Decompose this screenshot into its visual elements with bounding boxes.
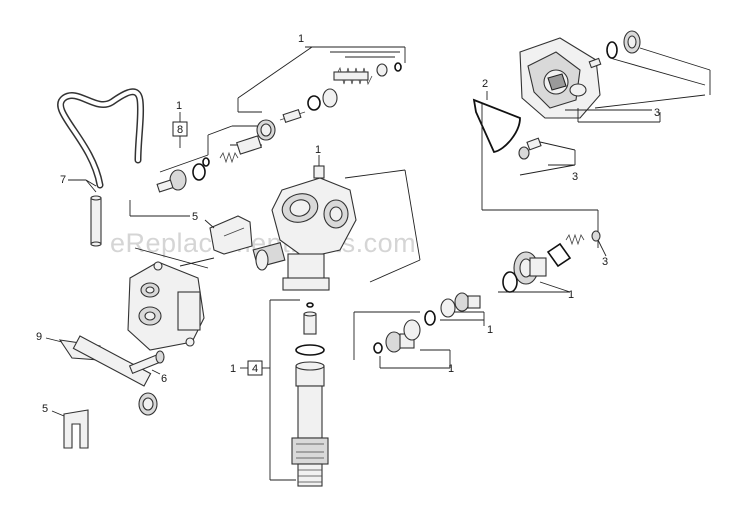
fitting-mid: 3 [518,137,578,183]
center-valve-group: 1 [353,292,493,360]
callout-box-4-value: 4 [252,363,258,375]
assembly-outline [129,200,215,269]
callout-group-1-box8: 1 8 [172,100,188,148]
lance-part: 9 [36,331,158,416]
top-valve-assembly [156,62,402,193]
callout-group-3-top: 3 [654,107,660,119]
spring-icon [333,66,373,86]
callout-5-bottom: 5 [42,403,48,415]
housing-part [127,261,205,351]
cylinder-assembly [240,299,329,487]
callout-1-body: 1 [315,144,321,156]
callout-1-box-label: 1 [176,100,182,112]
clip-part-upper: 5 [192,211,253,255]
callout-6: 6 [161,373,167,385]
callout-1-box2-label: 1 [230,363,236,375]
pump-head-assembly [519,30,711,123]
callout-1-center: 1 [487,324,493,336]
callout-9: 9 [36,331,42,343]
pump-body: 1 [252,144,421,291]
callout-group-7: 7 [60,174,97,193]
screw-part: 6 [128,350,167,385]
callout-2: 2 [482,78,488,90]
callout-1-top: 1 [298,33,304,45]
callout-3-right: 3 [602,256,608,268]
lower-valve-group: 1 [373,319,454,375]
callout-3-mid: 3 [572,171,578,183]
callout-7: 7 [60,174,66,186]
callout-group-1-box4: 1 4 [230,360,263,376]
callout-box-8-value: 8 [177,124,183,136]
callout-5-left: 5 [192,211,198,223]
callout-group-1-top: 1 [159,33,406,173]
hose-part [57,88,145,247]
callout-1-lower: 1 [448,363,454,375]
right-valve-group: 3 1 [481,104,608,301]
callout-group-2: 2 [472,78,521,154]
gasket-triangle [472,98,521,154]
clip-part-lower: 5 [42,403,89,449]
callout-1-right: 1 [568,289,574,301]
callout-3-top: 3 [654,107,660,119]
callout-box-4 [247,360,263,376]
